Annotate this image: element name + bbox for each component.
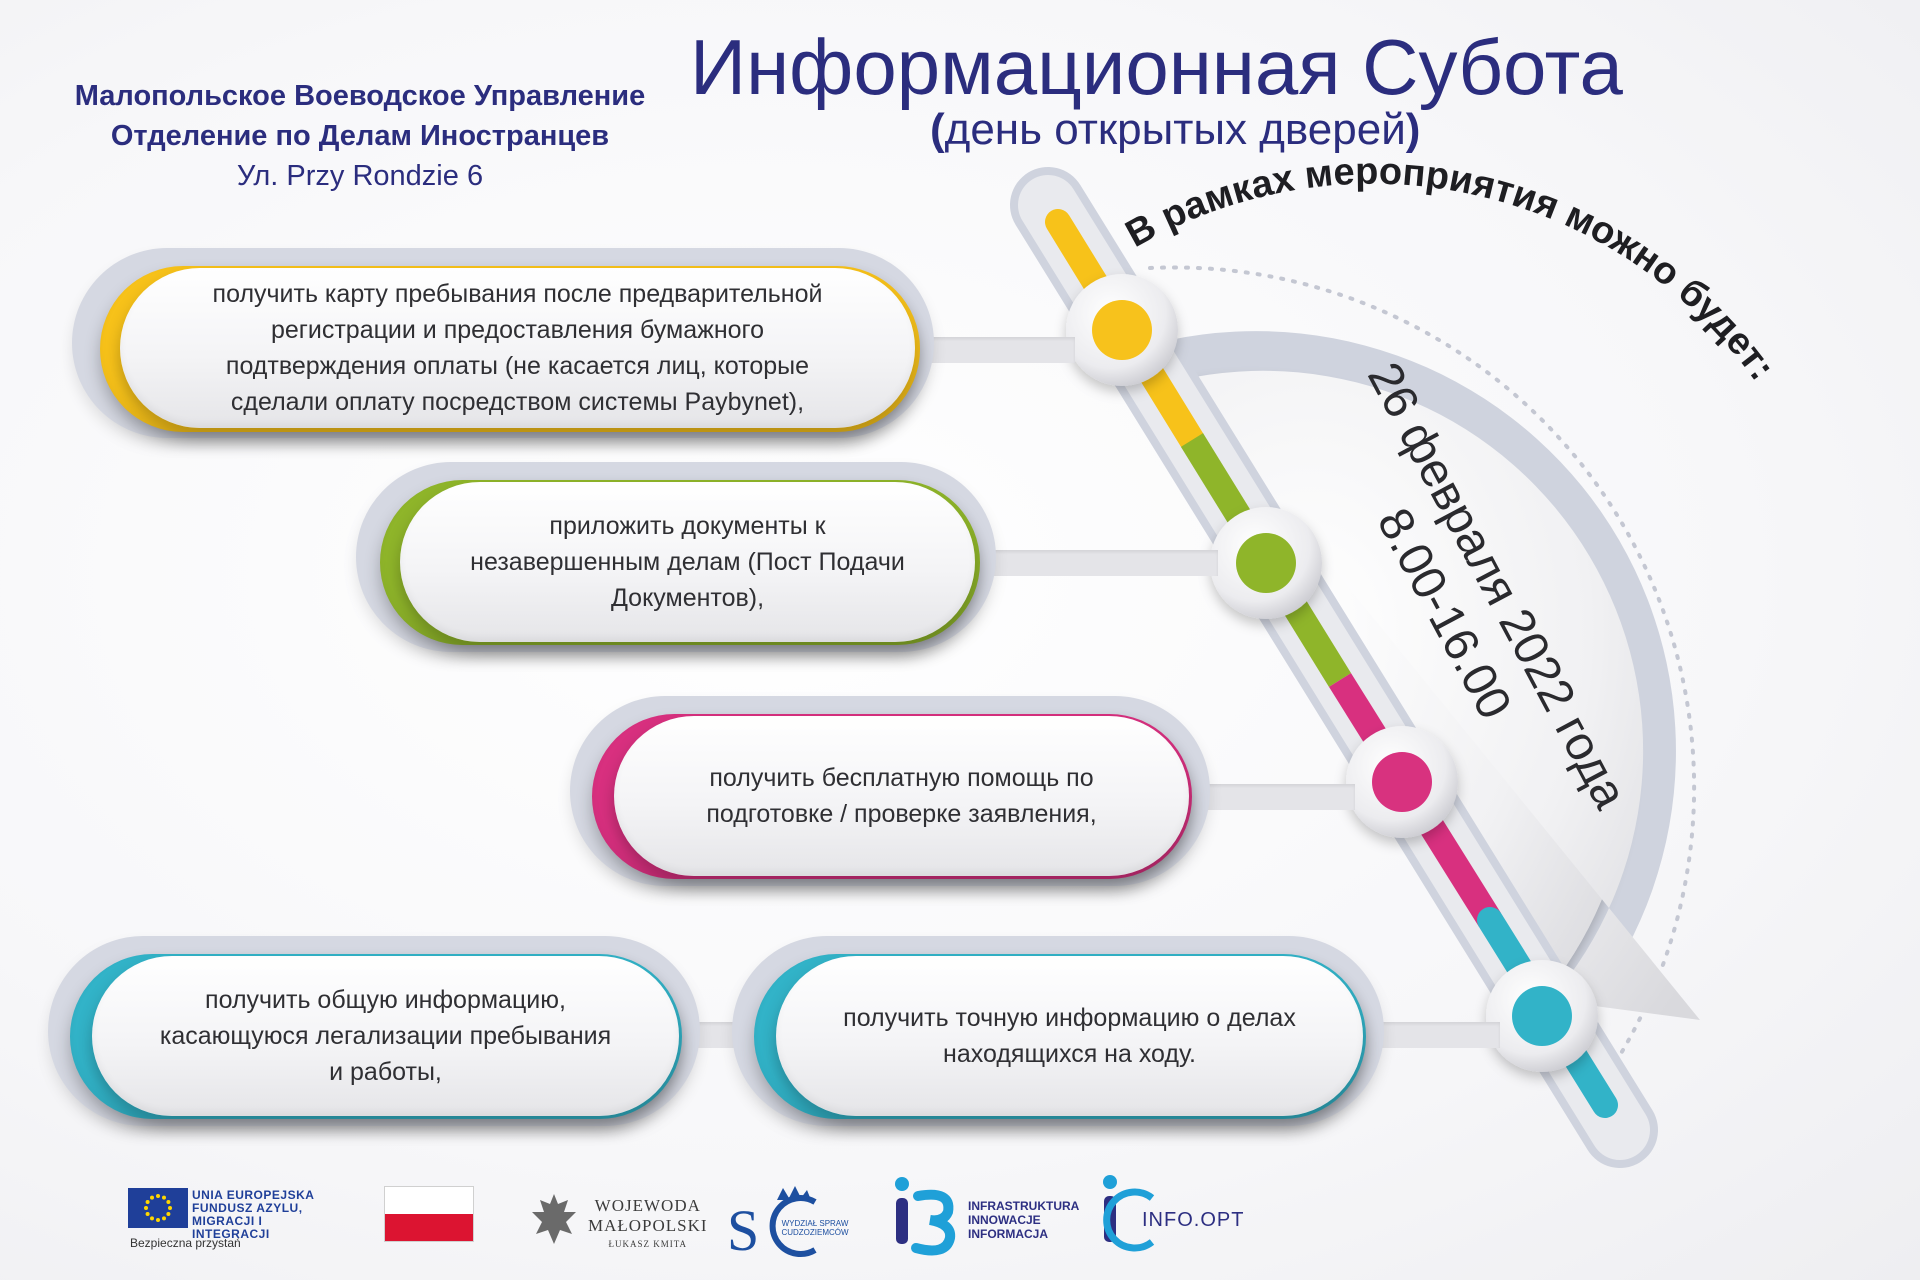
eu-line-2: FUNDUSZ AZYLU,	[192, 1201, 303, 1215]
connector-3	[1195, 784, 1355, 810]
wojewoda-logo: WOJEWODA MAŁOPOLSKI ŁUKASZ KMITA	[588, 1196, 708, 1249]
node-yellow	[1066, 274, 1178, 386]
item-4-line-3: и работы,	[329, 1058, 442, 1086]
poland-flag-icon	[384, 1186, 474, 1242]
item-3-line-2: подготовке / проверке заявления,	[706, 800, 1097, 828]
org-line2: Отделение по Делам Иностранцев	[110, 120, 610, 152]
eu-line-3: MIGRACJI I INTEGRACJI	[192, 1214, 270, 1241]
item-3-text: получить бесплатную помощь по подготовке…	[706, 760, 1096, 832]
item-1: получить карту пребывания после предвари…	[120, 268, 915, 428]
info-opt-label: INFO.OPT	[1142, 1209, 1245, 1231]
sc-logo-icon: S	[727, 1186, 817, 1260]
item-5-text: получить точную информацию о делах наход…	[843, 1000, 1296, 1072]
item-5-line-1: получить точную информацию о делах	[843, 1004, 1296, 1032]
page-subtitle: (день открытых дверей)	[930, 100, 1630, 160]
wojewoda-name: ŁUKASZ KMITA	[608, 1239, 688, 1249]
wojewoda-line-1: WOJEWODA	[594, 1196, 701, 1215]
item-1-line-3: подтверждения оплаты (не касается лиц, к…	[225, 352, 810, 380]
org-line1: Малопольское Воеводское Управление	[74, 80, 646, 112]
item-4-line-2: касающуюся легализации пребывания	[159, 1022, 612, 1050]
eu-flag-icon	[128, 1188, 188, 1228]
subtitle-text: день открытых дверей	[944, 105, 1406, 154]
sc-line-1: WYDZIAŁ SPRAW	[781, 1219, 849, 1228]
item-1-line-1: получить карту пребывания после предвари…	[212, 280, 823, 308]
dotted-arc	[1148, 265, 1697, 1057]
connector-2	[988, 550, 1218, 576]
item-3: получить бесплатную помощь по подготовке…	[614, 716, 1189, 876]
item-1-line-4: сделали оплату посредством системы Payby…	[230, 388, 805, 416]
node-green	[1210, 507, 1322, 619]
item-2-line-1: приложить документы к	[549, 512, 826, 540]
item-2-line-3: Документов),	[610, 584, 765, 612]
item-2: приложить документы к незавершенным дела…	[400, 482, 975, 642]
svg-text:S: S	[727, 1198, 759, 1260]
item-2-text: приложить документы к незавершенным дела…	[470, 508, 905, 616]
item-4-text: получить общую информацию, касающуюся ле…	[160, 982, 611, 1090]
eu-subtitle: Bezpieczna przystań	[130, 1236, 241, 1250]
sc-line-2: CUDZOZIEMCÓW	[781, 1228, 849, 1237]
item-1-line-2: регистрации и предоставления бумажного	[270, 316, 765, 344]
item-2-line-2: незавершенным делам (Пост Подачи	[470, 548, 905, 576]
item-4: получить общую информацию, касающуюся ле…	[92, 956, 679, 1116]
eu-line-1: UNIA EUROPEJSKA	[192, 1188, 315, 1202]
i3-line-1: INFRASTRUKTURA	[968, 1199, 1080, 1213]
node-cyan	[1486, 960, 1598, 1072]
subtitle-open-paren: (	[930, 105, 945, 154]
organisation-block: Малопольское Воеводское Управление Отдел…	[60, 76, 660, 196]
i3-line-2: INNOWACJE	[968, 1213, 1041, 1227]
org-address: Ул. Przy Rondzie 6	[236, 160, 484, 192]
page-title: Информационная Субота	[690, 23, 1623, 111]
item-5: получить точную информацию о делах наход…	[776, 956, 1363, 1116]
i3-label: INFRASTRUKTURA INNOWACJE INFORMACJA	[968, 1199, 1079, 1241]
item-3-line-1: получить бесплатную помощь по	[709, 764, 1094, 792]
item-1-text: получить карту пребывания после предвари…	[213, 276, 823, 420]
subtitle-close-paren: )	[1405, 105, 1421, 154]
eagle-emblem-icon	[532, 1194, 576, 1244]
eu-fund-label: UNIA EUROPEJSKA FUNDUSZ AZYLU, MIGRACJI …	[192, 1189, 322, 1241]
i3-line-3: INFORMACJA	[968, 1227, 1048, 1241]
node-magenta	[1346, 726, 1458, 838]
item-5-line-2: находящихся на ходу.	[943, 1040, 1196, 1068]
item-4-line-1: получить общую информацию,	[205, 986, 566, 1014]
i3-logo-icon	[895, 1177, 956, 1256]
sc-label: WYDZIAŁ SPRAW CUDZOZIEMCÓW	[775, 1219, 855, 1237]
wojewoda-line-2: MAŁOPOLSKI	[588, 1216, 708, 1235]
info-opt-logo-icon	[1103, 1175, 1155, 1252]
